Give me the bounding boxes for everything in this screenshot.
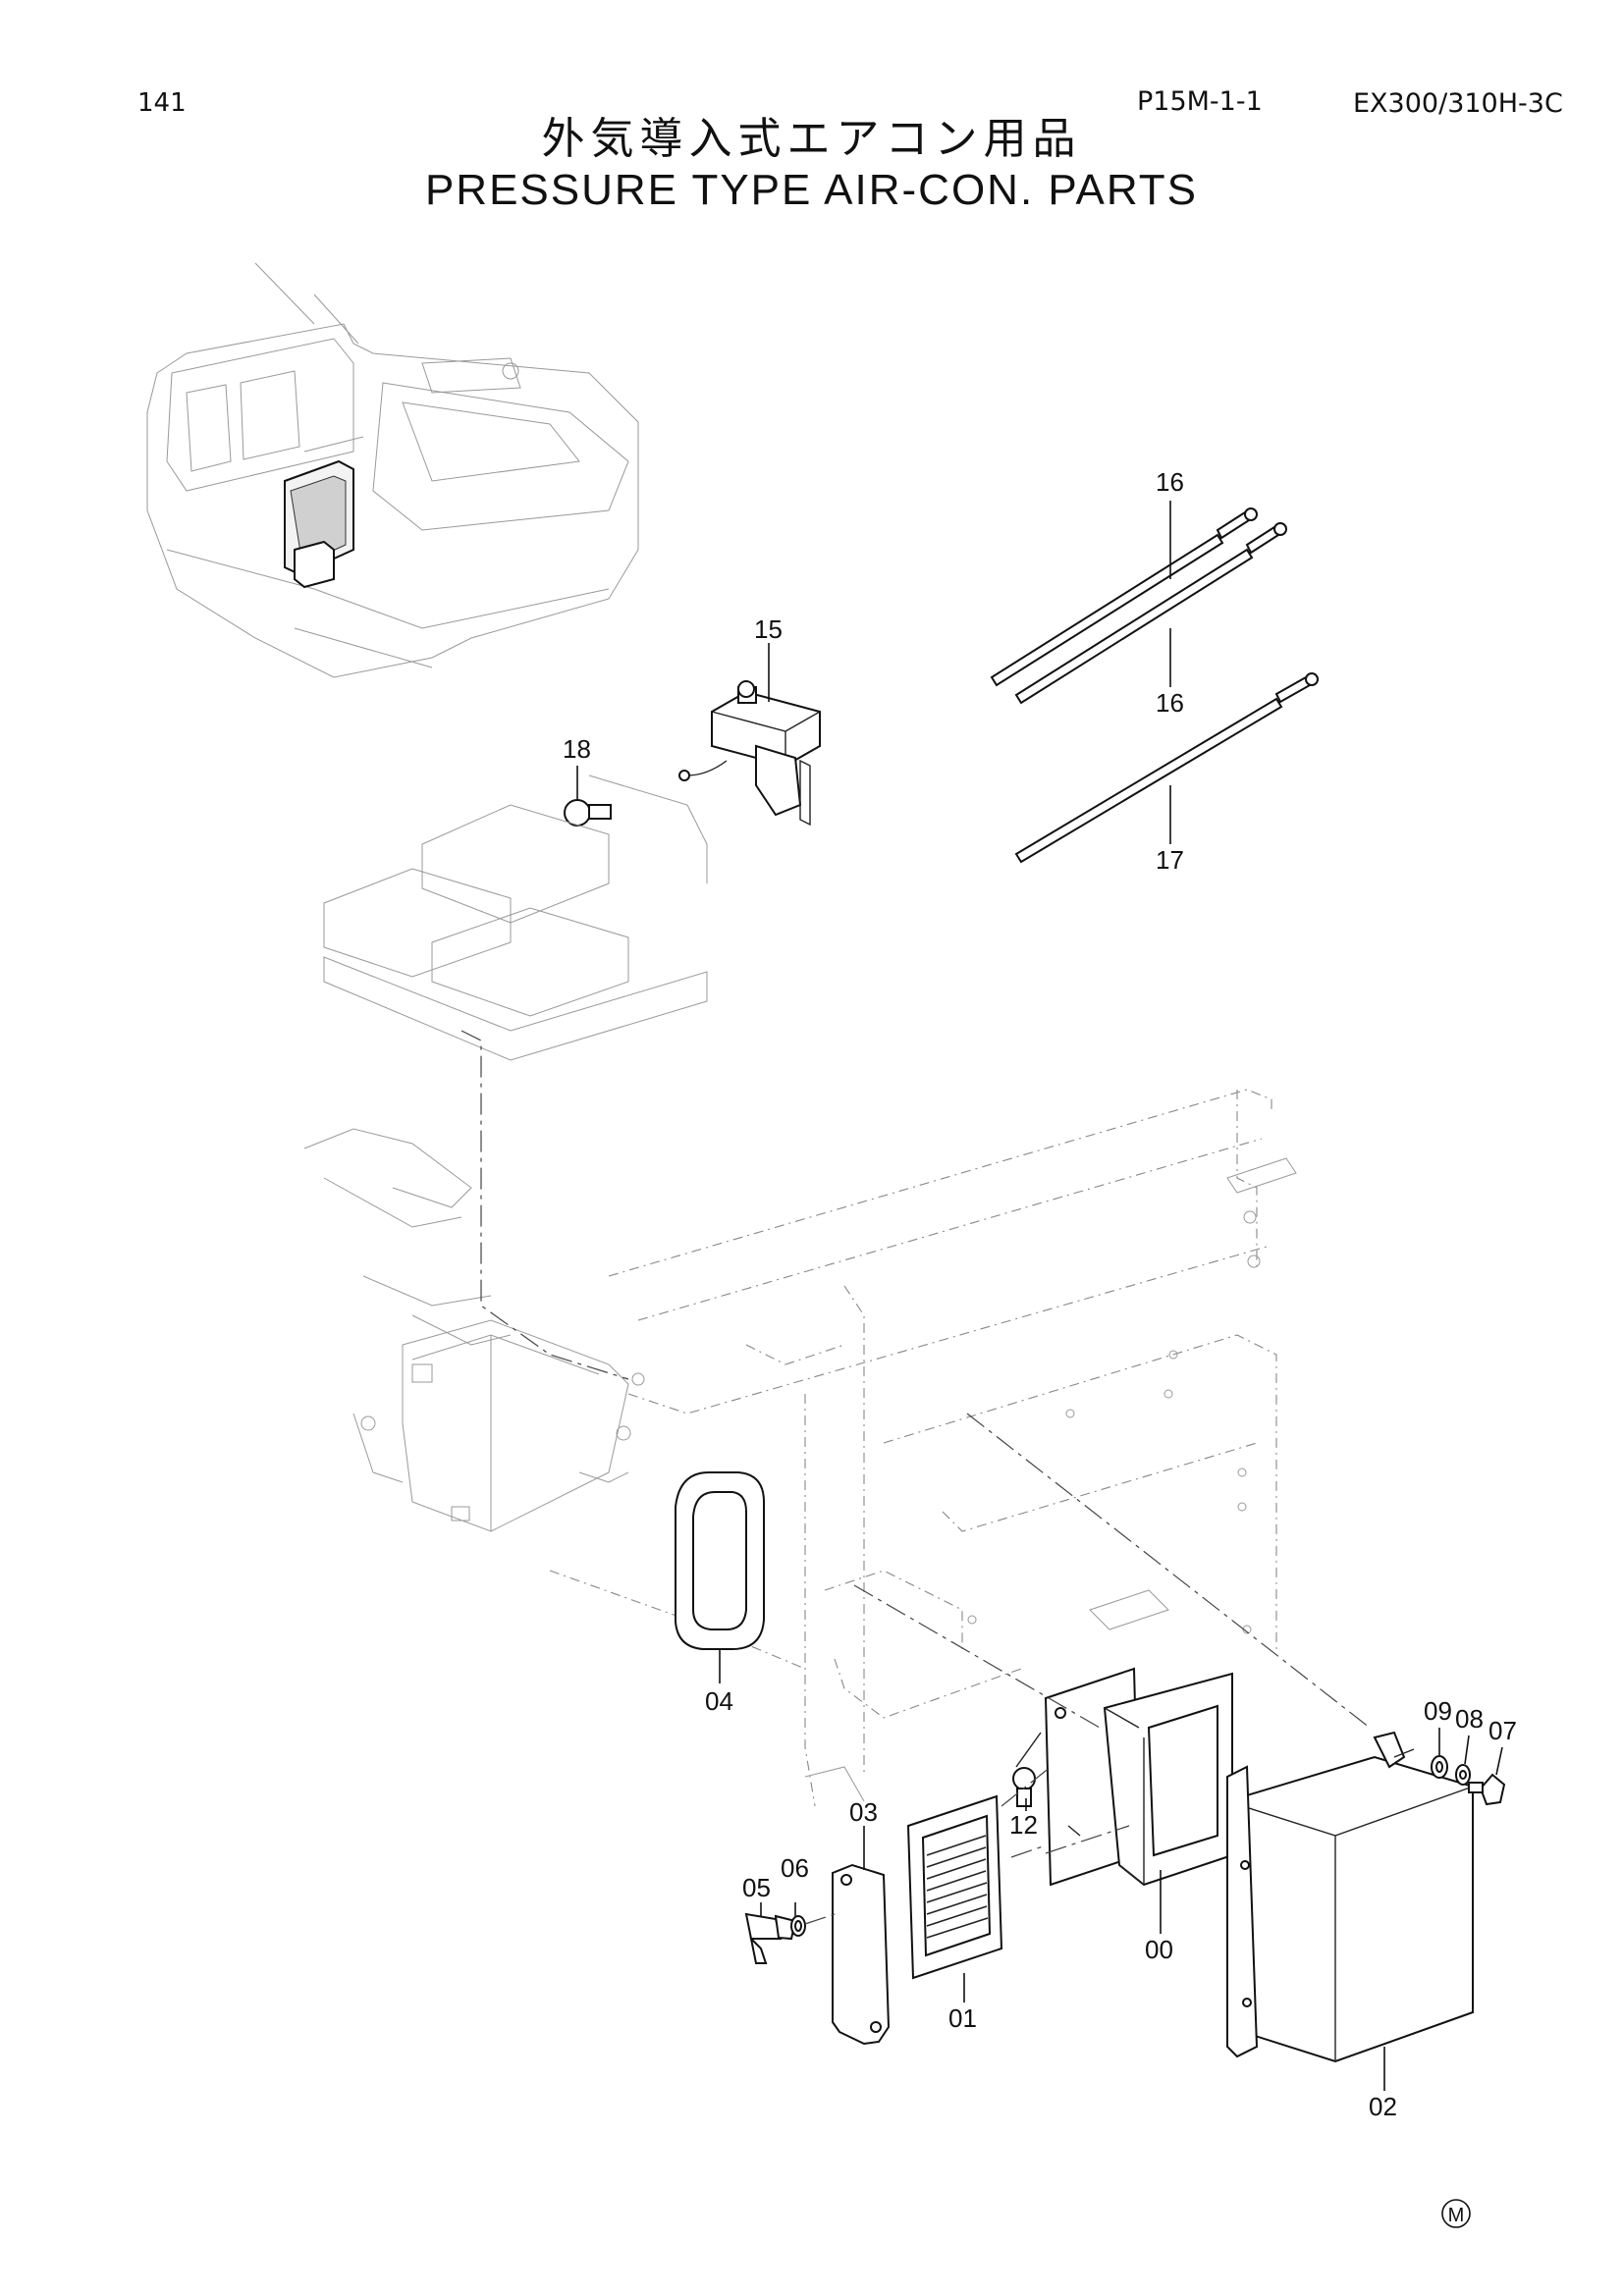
part-09-washer [1431, 1755, 1448, 1779]
part-02-intake-box [1226, 1731, 1474, 2063]
assembly-axis-line [804, 1913, 836, 1925]
page-title-english: PRESSURE TYPE AIR-CON. PARTS [424, 166, 1199, 214]
blower-unit-illustration [303, 1128, 645, 1532]
page-code: P15M-1-1 [1137, 86, 1263, 117]
part-17-cable [1014, 672, 1319, 864]
part-07-bolt [1468, 1773, 1506, 1806]
part-15-control-switch [678, 680, 821, 827]
callout-labels: 16 16 17 15 18 04 05 06 03 01 12 00 02 0… [563, 467, 1517, 2121]
callout-16-upper: 16 [1156, 467, 1184, 497]
machine-overview-illustration [146, 262, 639, 678]
callout-leaders [576, 501, 1503, 2091]
callout-16-lower: 16 [1156, 688, 1184, 718]
part-00-duct [1015, 1667, 1233, 1887]
cab-frame-illustration [549, 1089, 1297, 1807]
part-04-seal [675, 1471, 765, 1650]
part-01-filter [906, 1794, 1003, 1980]
floor-panel-illustration [323, 774, 708, 1061]
part-16-cable-lower [1014, 522, 1287, 705]
manufacturer-mark: M [1441, 2199, 1471, 2228]
part-03-cover-plate [832, 1863, 891, 2046]
alignment-lines [853, 1413, 1371, 1858]
manufacturer-mark-letter: M [1448, 2205, 1465, 2226]
callout-12: 12 [1009, 1810, 1038, 1840]
callout-02: 02 [1369, 2092, 1397, 2121]
part-18-bolt [564, 799, 612, 827]
callout-15: 15 [754, 614, 783, 644]
callout-18: 18 [563, 734, 591, 764]
part-16-cable-upper [990, 507, 1258, 687]
part-05-wing-bolt [744, 1912, 797, 1964]
callout-04: 04 [705, 1686, 733, 1716]
callout-08: 08 [1455, 1704, 1484, 1734]
harness-route-line [460, 1030, 629, 1380]
callout-01: 01 [948, 2003, 977, 2033]
callout-06: 06 [781, 1853, 809, 1883]
callout-17: 17 [1156, 845, 1184, 875]
page-title-japanese: 外気導入式エアコン用品 [541, 114, 1082, 164]
callout-09: 09 [1424, 1696, 1452, 1726]
part-12-screw [1012, 1767, 1036, 1807]
callout-00: 00 [1145, 1935, 1173, 1964]
part-08-lock-washer [1455, 1764, 1471, 1786]
callout-03: 03 [849, 1797, 878, 1827]
callout-07: 07 [1488, 1716, 1517, 1745]
model-code: EX300/310H-3C [1353, 88, 1563, 119]
part-06-washer [790, 1915, 806, 1937]
callout-05: 05 [742, 1873, 771, 1902]
page-number: 141 [137, 88, 187, 118]
